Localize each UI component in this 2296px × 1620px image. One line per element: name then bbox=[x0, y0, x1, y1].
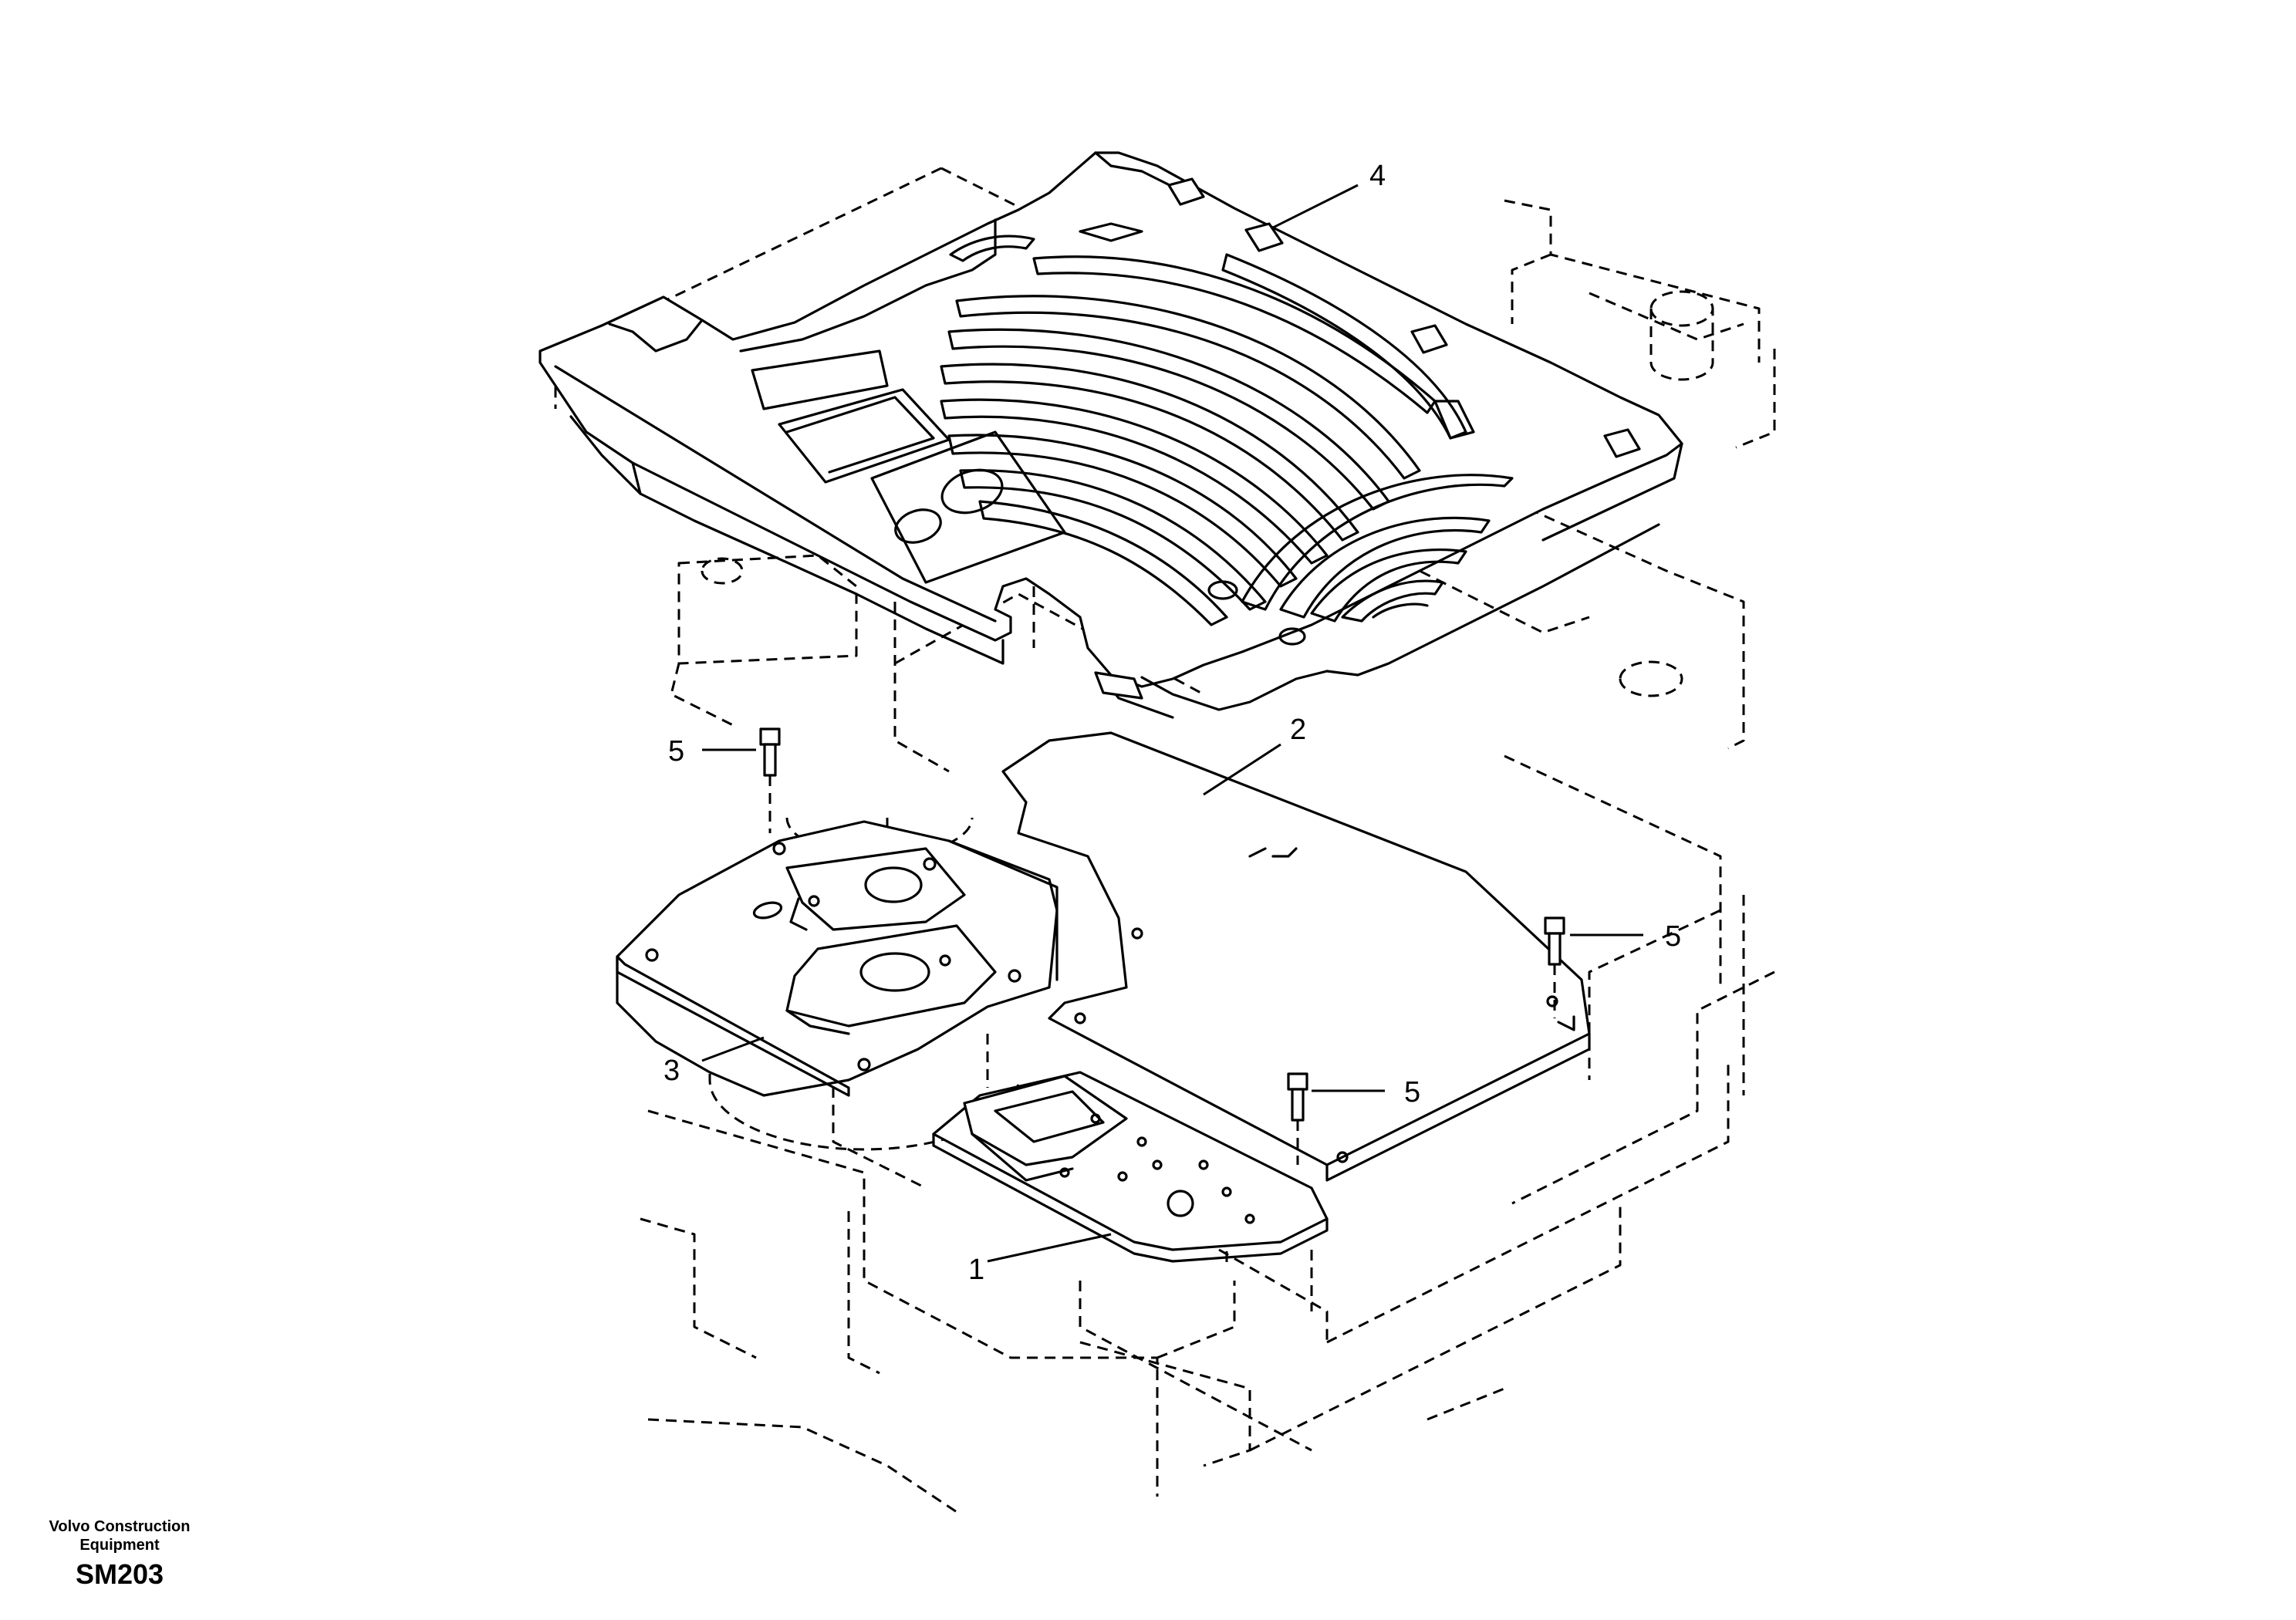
company-name-line-1: Volvo Construction bbox=[49, 1518, 191, 1535]
callout-5b: 5 bbox=[1665, 920, 1681, 953]
callout-1: 1 bbox=[968, 1254, 984, 1286]
floor-mat-part-4 bbox=[539, 151, 1683, 719]
floor-plate-part-2 bbox=[1001, 731, 1591, 1182]
callout-5c: 5 bbox=[1404, 1076, 1420, 1109]
floor-plate-part-3 bbox=[616, 820, 1059, 1097]
bolt-5-right bbox=[1544, 916, 1565, 1018]
leader-line-2 bbox=[1203, 743, 1281, 796]
callout-group: 4 2 5 5 5 3 1 bbox=[663, 160, 1681, 1286]
leader-line-3 bbox=[701, 1036, 765, 1062]
leader-line-1 bbox=[987, 1233, 1112, 1263]
bolt-5-lower bbox=[1287, 1072, 1308, 1165]
floor-plate-part-1 bbox=[932, 1071, 1329, 1263]
drawing-code: SM203 bbox=[75, 1558, 164, 1590]
callout-3: 3 bbox=[663, 1055, 680, 1087]
callout-2: 2 bbox=[1290, 714, 1306, 746]
callout-5a: 5 bbox=[668, 735, 684, 768]
callout-4: 4 bbox=[1369, 160, 1386, 192]
leader-line-4 bbox=[1272, 184, 1359, 229]
company-name-line-2: Equipment bbox=[79, 1537, 160, 1554]
bolt-5-upper-left bbox=[759, 727, 781, 833]
